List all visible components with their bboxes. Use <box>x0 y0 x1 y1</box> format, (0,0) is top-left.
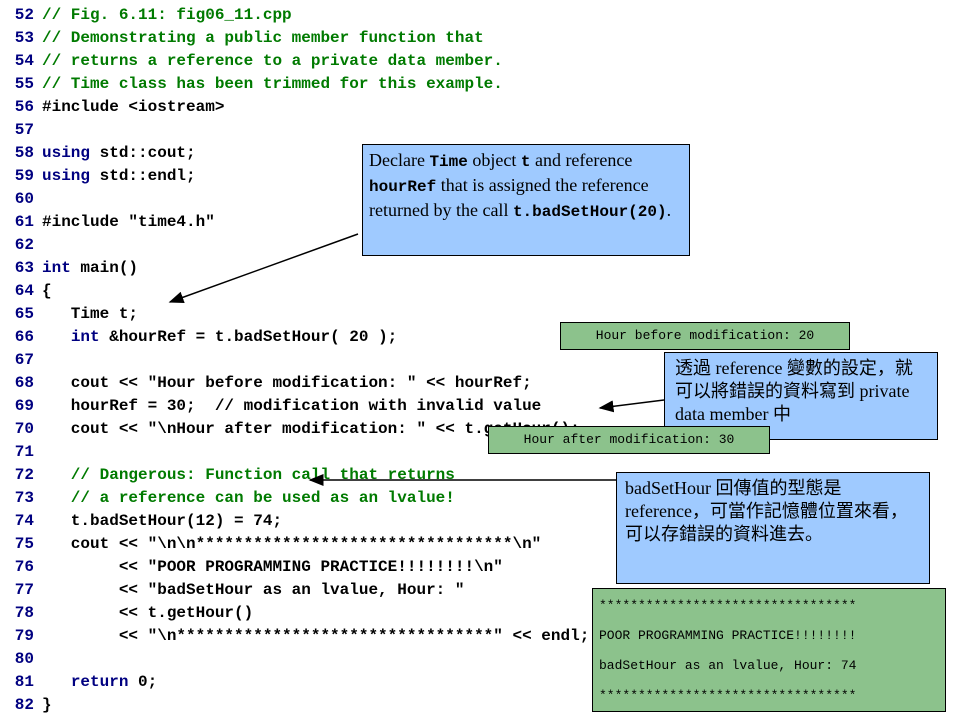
code-line: 82} <box>0 694 52 717</box>
code-line: 54 // returns a reference to a private da… <box>0 50 503 73</box>
code-line: 66 int &hourRef = t.badSetHour( 20 ); <box>0 326 397 349</box>
code-line: 58 using std::cout; <box>0 142 196 165</box>
code-line: 62 <box>0 234 42 257</box>
code-text: cout << "\n\n***************************… <box>42 535 542 553</box>
code-line: 77 << "badSetHour as an lvalue, Hour: " <box>0 579 465 602</box>
code-line: 53 // Demonstrating a public member funct… <box>0 27 484 50</box>
output-final-line: POOR PROGRAMMING PRACTICE!!!!!!!! <box>599 628 857 643</box>
line-number: 66 <box>14 328 34 346</box>
code-text: t.badSetHour(12) = 74; <box>42 512 283 530</box>
code-line: 69 hourRef = 30; // modification with in… <box>0 395 541 418</box>
callout-reference-setting: 透過 reference 變數的設定，就可以將錯誤的資料寫到 private d… <box>664 352 938 440</box>
line-number: 78 <box>14 604 34 622</box>
code-text: // Demonstrating a public member functio… <box>42 29 484 47</box>
code-line: 64 { <box>0 280 52 303</box>
code-line: 81 return 0; <box>0 671 157 694</box>
output-hour-before: Hour before modification: 20 <box>560 322 850 350</box>
code-text: return 0; <box>70 673 158 691</box>
output-final-line: ********************************* <box>599 688 857 703</box>
code-text: int main() <box>42 259 139 277</box>
output-final: ********************************* POOR P… <box>592 588 946 712</box>
code-text: hourRef = 30; // modification with inval… <box>42 397 542 415</box>
line-number: 52 <box>14 6 34 24</box>
arrow-declare <box>168 233 359 304</box>
code-line: 76 << "POOR PROGRAMMING PRACTICE!!!!!!!!… <box>0 556 503 579</box>
line-number: 64 <box>14 282 34 300</box>
code-text: } <box>42 696 52 714</box>
code-text: using std::endl; <box>42 167 196 185</box>
line-number: 71 <box>14 443 34 461</box>
line-number: 65 <box>14 305 34 323</box>
line-number: 56 <box>14 98 34 116</box>
code-text: int &hourRef = t.badSetHour( 20 ); <box>70 328 398 346</box>
line-number: 67 <box>14 351 34 369</box>
line-number: 81 <box>14 673 34 691</box>
code-text: << "badSetHour as an lvalue, Hour: " <box>42 581 465 599</box>
output-hour-after: Hour after modification: 30 <box>488 426 770 454</box>
line-number: 54 <box>14 52 34 70</box>
code-line: 79 << "\n*******************************… <box>0 625 590 648</box>
code-text: << "POOR PROGRAMMING PRACTICE!!!!!!!!\n" <box>42 558 503 576</box>
arrow-reference-setting <box>598 399 665 413</box>
line-number: 61 <box>14 213 34 231</box>
line-number: 69 <box>14 397 34 415</box>
code-line: 60 <box>0 188 42 211</box>
callout-declare: Declare Time object t and reference hour… <box>362 144 690 256</box>
output-final-line: ********************************* <box>599 598 857 613</box>
line-number: 58 <box>14 144 34 162</box>
line-number: 75 <box>14 535 34 553</box>
line-number: 68 <box>14 374 34 392</box>
code-line: 78 << t.getHour() <box>0 602 253 625</box>
code-text: << "\n*********************************"… <box>42 627 590 645</box>
code-line: 63 int main() <box>0 257 138 280</box>
line-number: 82 <box>14 696 34 714</box>
line-number: 79 <box>14 627 34 645</box>
line-number: 77 <box>14 581 34 599</box>
line-number: 62 <box>14 236 34 254</box>
code-text: cout << "Hour before modification: " << … <box>42 374 532 392</box>
line-number: 59 <box>14 167 34 185</box>
code-line: 74 t.badSetHour(12) = 74; <box>0 510 282 533</box>
code-line: 75 cout << "\n\n************************… <box>0 533 541 556</box>
callout-declare-text: Declare Time object t and reference hour… <box>369 150 672 221</box>
line-number: 76 <box>14 558 34 576</box>
line-number: 72 <box>14 466 34 484</box>
code-text: Time t; <box>42 305 139 323</box>
code-line: 59 using std::endl; <box>0 165 196 188</box>
line-number: 70 <box>14 420 34 438</box>
code-line: 80 <box>0 648 42 671</box>
code-text: #include "time4.h" <box>42 213 215 231</box>
line-number: 53 <box>14 29 34 47</box>
line-number: 55 <box>14 75 34 93</box>
output-final-line: badSetHour as an lvalue, Hour: 74 <box>599 658 857 673</box>
code-line: 57 <box>0 119 42 142</box>
code-line: 65 Time t; <box>0 303 138 326</box>
code-text: // returns a reference to a private data… <box>42 52 503 70</box>
line-number: 57 <box>14 121 34 139</box>
line-number: 63 <box>14 259 34 277</box>
code-line: 55 // Time class has been trimmed for thi… <box>0 73 503 96</box>
code-line: 68 cout << "Hour before modification: " … <box>0 372 532 395</box>
code-text: { <box>42 282 52 300</box>
code-text: << t.getHour() <box>42 604 254 622</box>
callout-lvalue-note: badSetHour 回傳值的型態是 reference，可當作記憶體位置來看，… <box>616 472 930 584</box>
code-line: 56 #include <iostream> <box>0 96 225 119</box>
code-line: 61 #include "time4.h" <box>0 211 215 234</box>
line-number: 74 <box>14 512 34 530</box>
code-line: 73 // a reference can be used as an lval… <box>0 487 455 510</box>
code-text: // Fig. 6.11: fig06_11.cpp <box>42 6 292 24</box>
line-number: 80 <box>14 650 34 668</box>
line-number: 60 <box>14 190 34 208</box>
line-number: 73 <box>14 489 34 507</box>
code-line: 52 // Fig. 6.11: fig06_11.cpp <box>0 4 292 27</box>
code-text: using std::cout; <box>42 144 196 162</box>
code-text: // Time class has been trimmed for this … <box>42 75 503 93</box>
code-line: 71 <box>0 441 42 464</box>
code-line: 67 <box>0 349 42 372</box>
code-text: #include <iostream> <box>42 98 225 116</box>
code-text: // a reference can be used as an lvalue! <box>42 489 455 507</box>
